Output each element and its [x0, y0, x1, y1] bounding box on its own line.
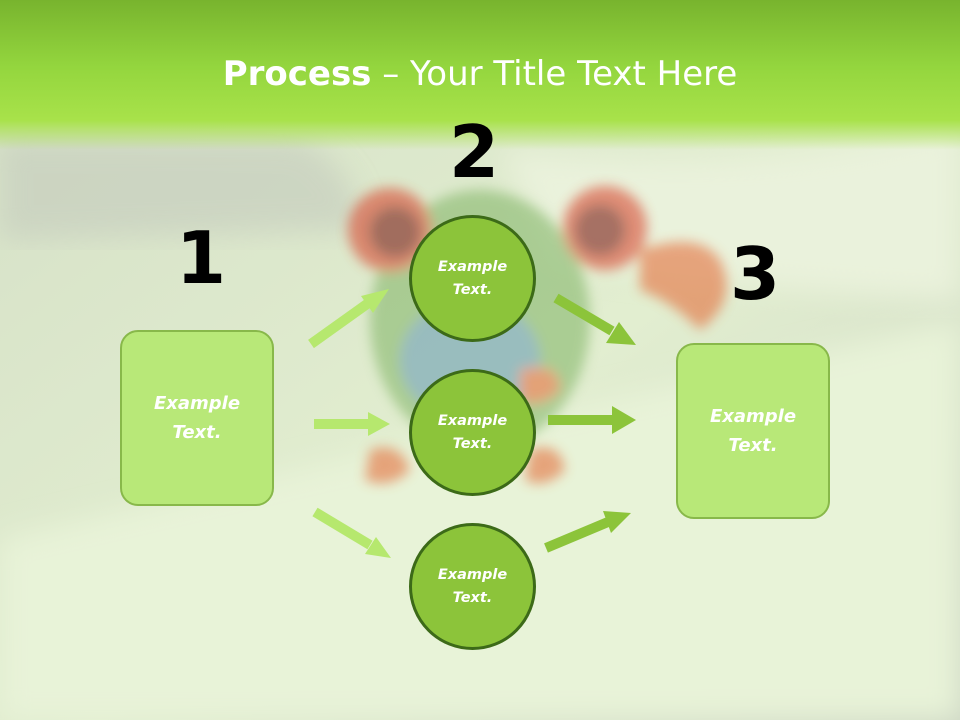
slide-title: Process – Your Title Text Here [0, 52, 960, 96]
arrow-circle-3-to-3 [544, 511, 631, 553]
step-2-circle-1: Example Text. [409, 215, 536, 342]
title-bar [0, 0, 960, 150]
arrow-1-to-circle-3 [312, 507, 391, 558]
step-3-box: Example Text. [676, 343, 830, 519]
arrow-1-to-circle-1 [308, 289, 389, 349]
step-2-circle-1-text: Example Text. [437, 258, 508, 298]
step-2-circle-2: Example Text. [409, 369, 536, 496]
arrow-circle-1-to-3 [553, 293, 636, 345]
step-2-circle-3-text: Example Text. [437, 566, 508, 606]
step-3-text: Example Text. [709, 406, 797, 456]
step-2-number: 2 [449, 110, 500, 194]
step-3-number: 3 [730, 232, 781, 316]
step-1-box: Example Text. [120, 330, 274, 506]
step-2-circle-2-text: Example Text. [437, 412, 508, 452]
step-1-number: 1 [176, 216, 227, 300]
title-bold: Process [222, 54, 372, 94]
arrow-circle-2-to-3 [548, 406, 636, 434]
step-1-text: Example Text. [153, 393, 241, 443]
arrow-1-to-circle-2 [314, 412, 390, 436]
title-rest: – Your Title Text Here [371, 54, 738, 94]
step-2-circle-3: Example Text. [409, 523, 536, 650]
